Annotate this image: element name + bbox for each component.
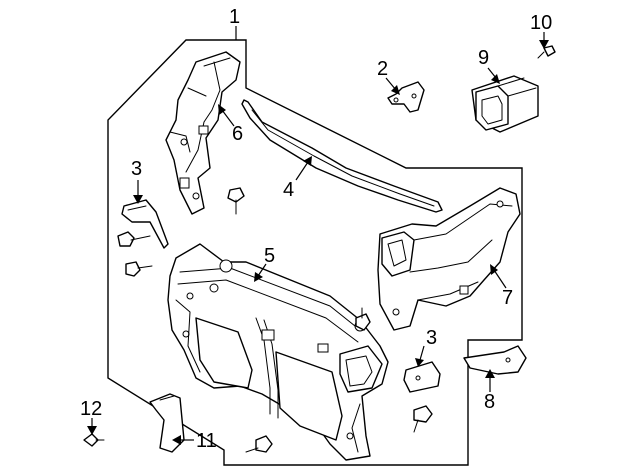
bolt-left-1 bbox=[117, 231, 151, 247]
callout-7: 7 bbox=[502, 287, 513, 309]
part-10-screw bbox=[537, 45, 556, 59]
part-5-radiator-support bbox=[167, 243, 389, 461]
bolt-left-2 bbox=[125, 261, 153, 277]
callout-5: 5 bbox=[264, 245, 275, 267]
part-9-air-duct bbox=[471, 75, 539, 133]
callout-1: 1 bbox=[229, 6, 240, 28]
callout-9: 9 bbox=[478, 47, 489, 69]
part-2-small-bracket bbox=[387, 81, 425, 113]
callout-8: 8 bbox=[484, 391, 495, 413]
callout-12: 12 bbox=[80, 398, 102, 420]
part-12-clip bbox=[83, 433, 105, 447]
assembly-boundary bbox=[107, 39, 523, 466]
callout-6: 6 bbox=[232, 123, 243, 145]
callout-2: 2 bbox=[377, 58, 388, 80]
part-3-bracket-right bbox=[403, 361, 441, 393]
callout-4: 4 bbox=[283, 179, 294, 201]
leader-lines bbox=[87, 26, 549, 445]
part-8-brace bbox=[463, 345, 527, 375]
part-3-bracket-left bbox=[121, 199, 169, 249]
bolt-bottom-center bbox=[245, 435, 273, 453]
callout-11: 11 bbox=[196, 430, 217, 452]
callout-3-lower: 3 bbox=[426, 327, 437, 349]
bolt-center bbox=[355, 307, 371, 331]
part-4-upper-tie-bar bbox=[241, 99, 443, 213]
callout-3-upper: 3 bbox=[131, 158, 142, 180]
part-6-side-bracket bbox=[165, 51, 241, 215]
bolt-top-center bbox=[227, 187, 245, 215]
bolt-right-bottom bbox=[413, 405, 433, 433]
part-11-deflector bbox=[149, 393, 185, 453]
part-7-side-bracket bbox=[377, 187, 521, 331]
callout-10: 10 bbox=[530, 12, 552, 34]
